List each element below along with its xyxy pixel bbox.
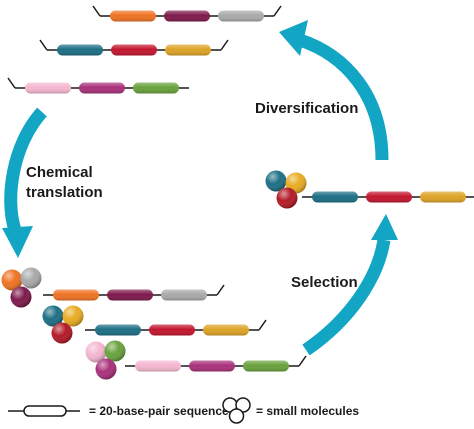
- dna-segment-shade: [218, 10, 264, 22]
- dna-segment-shade: [149, 324, 195, 336]
- dna-segment-shade: [135, 360, 181, 372]
- molecule-cluster-bottom-2: [42, 305, 84, 344]
- small-molecule-clusters: [1, 170, 307, 380]
- molecule-ball-shine: [104, 340, 126, 362]
- selection-arrow: [302, 214, 398, 356]
- strand-top-1: [92, 5, 282, 22]
- diversification-label: Diversification: [255, 100, 358, 117]
- dna-segment-shade: [165, 44, 211, 56]
- molecule-cluster-bottom-3: [85, 340, 126, 380]
- linker-end: [258, 319, 267, 331]
- dna-segment-shade: [111, 44, 157, 56]
- legend-small-molecules-symbol: [222, 397, 251, 424]
- dna-segment-shade: [57, 44, 103, 56]
- molecule-ball-shine: [20, 267, 42, 289]
- linker-end: [39, 39, 48, 51]
- legend: = 20-base-pair sequence = small molecule…: [8, 397, 359, 424]
- dna-segment-shade: [110, 10, 156, 22]
- legend-sequence-label: = 20-base-pair sequence: [89, 404, 229, 418]
- selection-label: Selection: [291, 274, 358, 291]
- dna-segment-shade: [161, 289, 207, 301]
- dna-segment-shade: [95, 324, 141, 336]
- chemical-translation-arrow: [2, 107, 47, 258]
- molecule-ball-shine: [276, 187, 298, 209]
- strand-bottom-1: [43, 284, 225, 301]
- dna-segment-shade: [133, 82, 179, 94]
- strand-bottom-2: [85, 319, 267, 336]
- diversification-arrow: [279, 20, 389, 161]
- linker-end: [298, 355, 307, 367]
- strand-bottom-3: [125, 355, 307, 372]
- molecule-ball-shine: [85, 341, 107, 363]
- legend-sequence-symbol: [8, 405, 80, 417]
- dna-segment-shade: [312, 191, 358, 203]
- dna-segment-shade: [203, 324, 249, 336]
- strand-top-2: [39, 39, 229, 56]
- linker-end: [216, 284, 225, 296]
- dna-segment-shade: [164, 10, 210, 22]
- molecule-ball-shine: [51, 322, 73, 344]
- dna-segment-shade: [189, 360, 235, 372]
- dna-strands: [7, 5, 474, 372]
- chemical-translation-label-line1: Chemical: [26, 164, 93, 181]
- linker-end: [220, 39, 229, 51]
- dna-segment-shade: [243, 360, 289, 372]
- molecule-ball-shine: [1, 269, 23, 291]
- dna-segment-shade: [79, 82, 125, 94]
- molecule-ball-shine: [10, 286, 32, 308]
- linker-end: [92, 5, 101, 17]
- molecule-cluster-right: [265, 170, 307, 209]
- molecule-ball-shine: [95, 358, 117, 380]
- molecule-ball-shine: [265, 170, 287, 192]
- linker-end: [273, 5, 282, 17]
- molecule-cluster-bottom-1: [1, 267, 42, 308]
- molecule-ball-shine: [42, 305, 64, 327]
- strand-right: [302, 191, 474, 203]
- dna-segment-shade: [420, 191, 466, 203]
- chemical-translation-label-line2: translation: [26, 184, 103, 201]
- linker-end: [7, 77, 16, 89]
- dna-segment-shade: [53, 289, 99, 301]
- dna-segment-shade: [366, 191, 412, 203]
- legend-small-molecules-label: = small molecules: [256, 404, 359, 418]
- dna-segment-shade: [25, 82, 71, 94]
- strand-top-3: [7, 77, 189, 94]
- molecule-ball-shine: [62, 305, 84, 327]
- dna-segment-shade: [107, 289, 153, 301]
